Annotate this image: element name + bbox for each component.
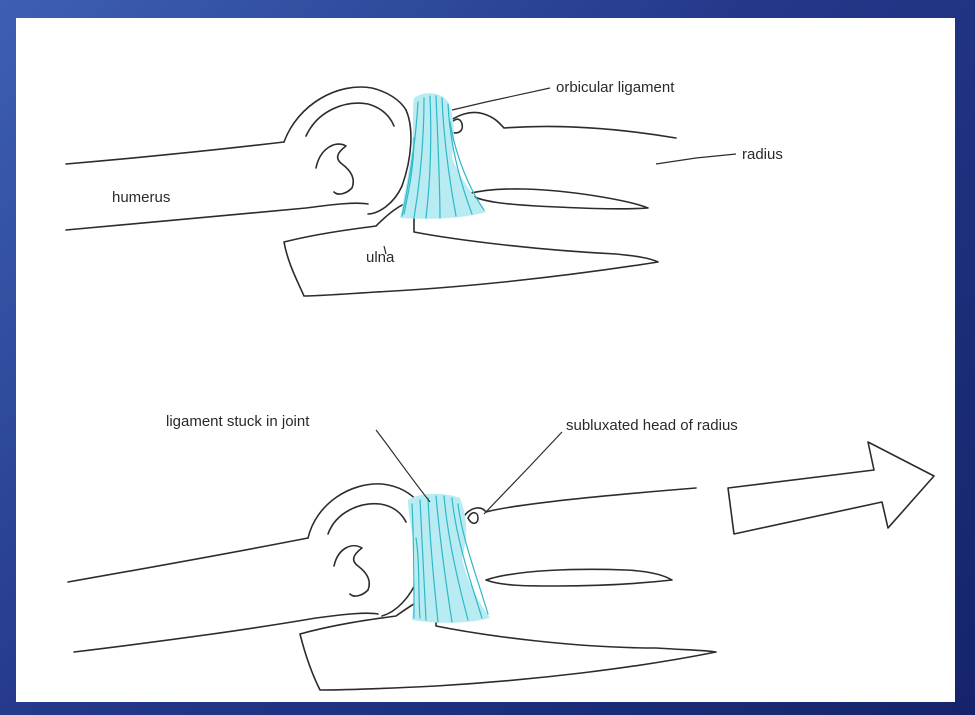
right-arrow-outline-icon [728, 442, 934, 534]
label-ulna: ulna [366, 249, 395, 266]
top-humerus-shaft [66, 142, 368, 230]
leader-orbicular-ligament [452, 88, 550, 110]
top-humerus-condyle-inner [306, 103, 394, 136]
label-subluxated-head: subluxated head of radius [566, 417, 738, 434]
label-orbicular-ligament: orbicular ligament [556, 79, 675, 96]
bottom-humerus-shaft [68, 538, 378, 652]
bottom-humerus-condyle-inner [328, 504, 406, 534]
bottom-humerus-condyle [308, 484, 420, 538]
top-humerus-trochlea [316, 144, 353, 194]
bottom-humerus-trochlea [334, 546, 369, 596]
elbow-anatomy-figure: orbicular ligament radius humerus ulna [16, 18, 955, 702]
figure-panel: orbicular ligament radius humerus ulna [16, 18, 955, 702]
top-radius-outline [444, 113, 676, 209]
bottom-radius-head-arc [468, 513, 478, 524]
leader-radius [656, 154, 736, 164]
label-radius: radius [742, 146, 783, 163]
bottom-ulna-outline [300, 594, 716, 690]
label-humerus: humerus [112, 189, 170, 206]
label-ligament-stuck: ligament stuck in joint [166, 413, 310, 430]
bottom-radius-outline [464, 488, 696, 586]
top-elbow-figure: orbicular ligament radius humerus ulna [66, 79, 783, 296]
leader-ligament-stuck [376, 430, 430, 502]
bottom-elbow-figure: ligament stuck in joint subluxated head … [68, 413, 934, 690]
